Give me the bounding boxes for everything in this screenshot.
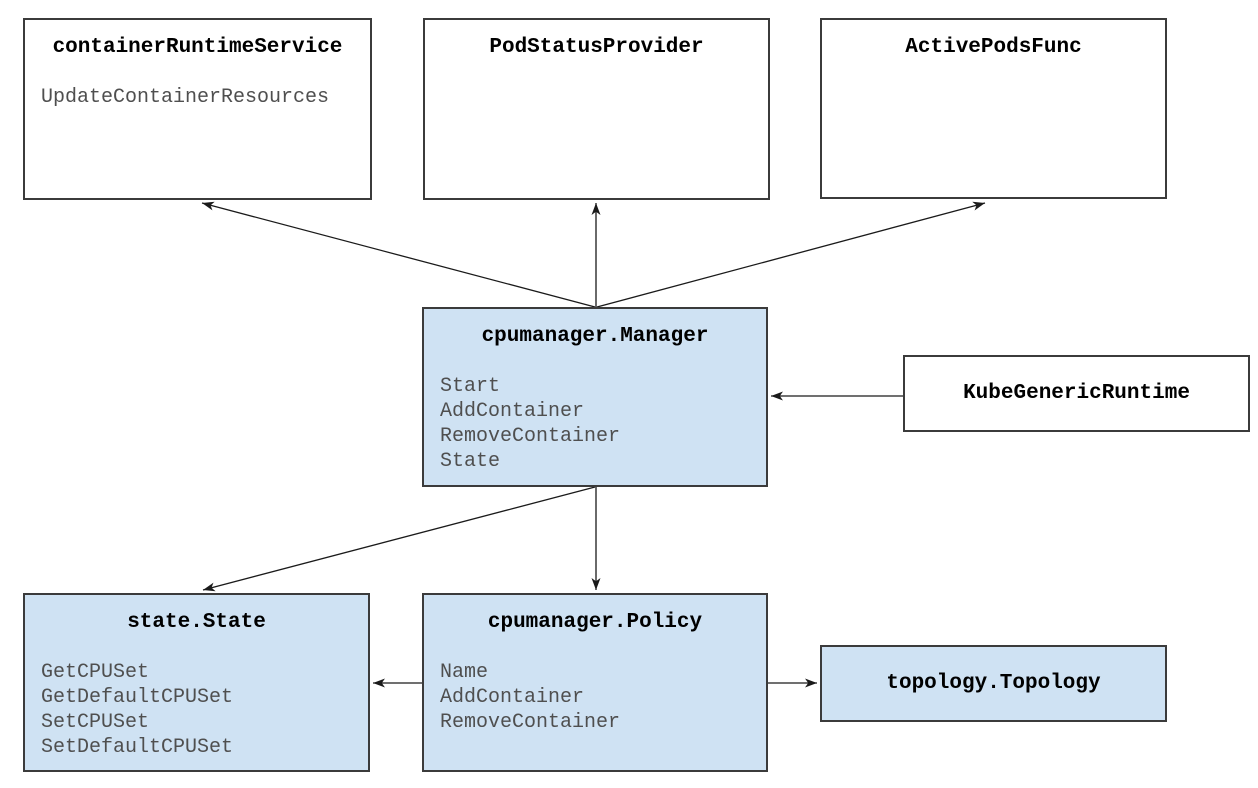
method-list: Name AddContainer RemoveContainer bbox=[440, 660, 750, 735]
box-title: containerRuntimeService bbox=[52, 36, 343, 59]
box-kube-generic-runtime: KubeGenericRuntime bbox=[903, 355, 1250, 432]
box-title: cpumanager.Manager bbox=[481, 325, 709, 348]
box-title: topology.Topology bbox=[886, 671, 1101, 695]
method-label: Start bbox=[440, 375, 501, 398]
box-title: PodStatusProvider bbox=[489, 36, 704, 59]
arrow-cpumanager.Manager-to-containerRuntimeService bbox=[201, 201, 596, 308]
method-label: UpdateContainerResources bbox=[41, 86, 330, 109]
method-label: RemoveContainer bbox=[440, 425, 621, 448]
method-label: SetCPUSet bbox=[41, 711, 150, 734]
method-label: Name bbox=[440, 661, 489, 684]
box-title: state.State bbox=[127, 611, 266, 634]
box-cpumanager-manager: cpumanager.Manager Start AddContainer Re… bbox=[422, 307, 768, 487]
box-state-state: state.State GetCPUSet GetDefaultCPUSet S… bbox=[23, 593, 370, 772]
method-list: UpdateContainerResources bbox=[41, 85, 354, 110]
box-cpumanager-policy: cpumanager.Policy Name AddContainer Remo… bbox=[422, 593, 768, 772]
method-label: GetCPUSet bbox=[41, 661, 150, 684]
box-pod-status-provider: PodStatusProvider bbox=[423, 18, 770, 200]
method-label: AddContainer bbox=[440, 686, 585, 709]
method-label: RemoveContainer bbox=[440, 711, 621, 734]
method-label: State bbox=[440, 450, 501, 473]
method-label: AddContainer bbox=[440, 400, 585, 423]
box-title: ActivePodsFunc bbox=[905, 36, 1082, 59]
method-label: GetDefaultCPUSet bbox=[41, 686, 234, 709]
arrow-cpumanager.Manager-to-ActivePodsFunc bbox=[596, 201, 986, 308]
box-title: KubeGenericRuntime bbox=[963, 381, 1190, 405]
box-topology-topology: topology.Topology bbox=[820, 645, 1167, 722]
method-list: GetCPUSet GetDefaultCPUSet SetCPUSet Set… bbox=[41, 660, 352, 760]
box-container-runtime-service: containerRuntimeService UpdateContainerR… bbox=[23, 18, 372, 200]
box-title: cpumanager.Policy bbox=[487, 611, 703, 634]
box-active-pods-func: ActivePodsFunc bbox=[820, 18, 1167, 199]
arrow-cpumanager.Manager-to-state.State bbox=[202, 486, 596, 592]
method-list: Start AddContainer RemoveContainer State bbox=[440, 374, 750, 474]
method-label: SetDefaultCPUSet bbox=[41, 736, 234, 759]
